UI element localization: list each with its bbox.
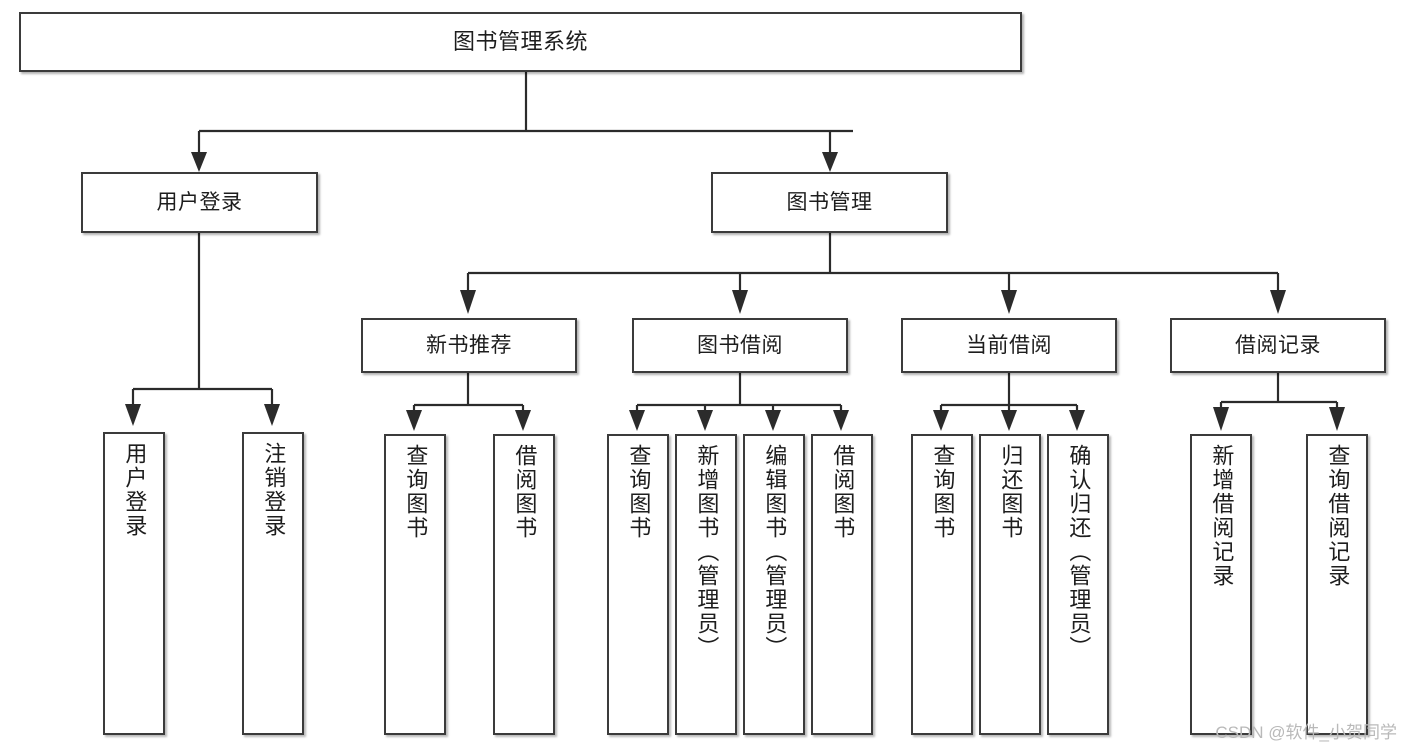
leaf-current-borrow-confirm[interactable]: 确认归还（管理员）	[1047, 434, 1109, 735]
leaf-borrow-record-add[interactable]: 新增借阅记录	[1190, 434, 1252, 735]
connector-bookmgmt-to-level2	[460, 233, 1286, 314]
leaf-user-login-login[interactable]: 用户登录	[103, 432, 165, 735]
leaf-book-borrow-add-label: 新增图书（管理员）	[694, 444, 720, 660]
leaf-user-login-logout[interactable]: 注销登录	[242, 432, 304, 735]
leaf-current-borrow-query-label: 查询图书	[930, 444, 956, 540]
connector-userlogin-to-leaves	[125, 233, 280, 426]
node-new-book-recommend-label: 新书推荐	[426, 333, 512, 357]
leaf-borrow-record-query[interactable]: 查询借阅记录	[1306, 434, 1368, 735]
leaf-book-borrow-borrow-label: 借阅图书	[830, 444, 856, 540]
node-current-borrow-label: 当前借阅	[966, 333, 1052, 357]
leaf-current-borrow-return[interactable]: 归还图书	[979, 434, 1041, 735]
node-borrow-record-label: 借阅记录	[1235, 333, 1321, 357]
node-root[interactable]: 图书管理系统	[19, 12, 1022, 72]
connector-newbook-to-leaves	[406, 373, 531, 431]
node-root-label: 图书管理系统	[452, 28, 588, 54]
leaf-book-borrow-add[interactable]: 新增图书（管理员）	[675, 434, 737, 735]
node-book-borrow[interactable]: 图书借阅	[632, 318, 848, 373]
node-new-book-recommend[interactable]: 新书推荐	[361, 318, 577, 373]
node-borrow-record[interactable]: 借阅记录	[1170, 318, 1386, 373]
node-user-login[interactable]: 用户登录	[81, 172, 318, 233]
connector-borrowrecord-to-leaves	[1213, 373, 1345, 431]
leaf-book-borrow-edit-label: 编辑图书（管理员）	[762, 444, 788, 660]
leaf-book-borrow-query[interactable]: 查询图书	[607, 434, 669, 735]
connector-bookborrow-to-leaves	[629, 373, 849, 431]
node-book-management[interactable]: 图书管理	[711, 172, 948, 233]
connector-currentborrow-to-leaves	[933, 373, 1085, 431]
leaf-borrow-record-add-label: 新增借阅记录	[1209, 444, 1235, 588]
node-current-borrow[interactable]: 当前借阅	[901, 318, 1117, 373]
leaf-book-borrow-borrow[interactable]: 借阅图书	[811, 434, 873, 735]
leaf-book-borrow-edit[interactable]: 编辑图书（管理员）	[743, 434, 805, 735]
leaf-book-borrow-query-label: 查询图书	[626, 444, 652, 540]
csdn-watermark: CSDN @软件_小贺同学	[1215, 723, 1397, 742]
leaf-new-book-query[interactable]: 查询图书	[384, 434, 446, 735]
leaf-new-book-borrow-label: 借阅图书	[512, 444, 538, 540]
connector-root-to-level1	[191, 72, 853, 172]
leaf-borrow-record-query-label: 查询借阅记录	[1325, 444, 1351, 588]
node-book-borrow-label: 图书借阅	[697, 333, 783, 357]
node-book-management-label: 图书管理	[786, 190, 873, 214]
leaf-new-book-borrow[interactable]: 借阅图书	[493, 434, 555, 735]
leaf-current-borrow-return-label: 归还图书	[998, 444, 1024, 540]
leaf-user-login-login-label: 用户登录	[122, 442, 148, 538]
leaf-current-borrow-query[interactable]: 查询图书	[911, 434, 973, 735]
leaf-current-borrow-confirm-label: 确认归还（管理员）	[1066, 444, 1092, 660]
node-user-login-label: 用户登录	[156, 190, 243, 214]
leaf-user-login-logout-label: 注销登录	[261, 442, 287, 538]
leaf-new-book-query-label: 查询图书	[403, 444, 429, 540]
